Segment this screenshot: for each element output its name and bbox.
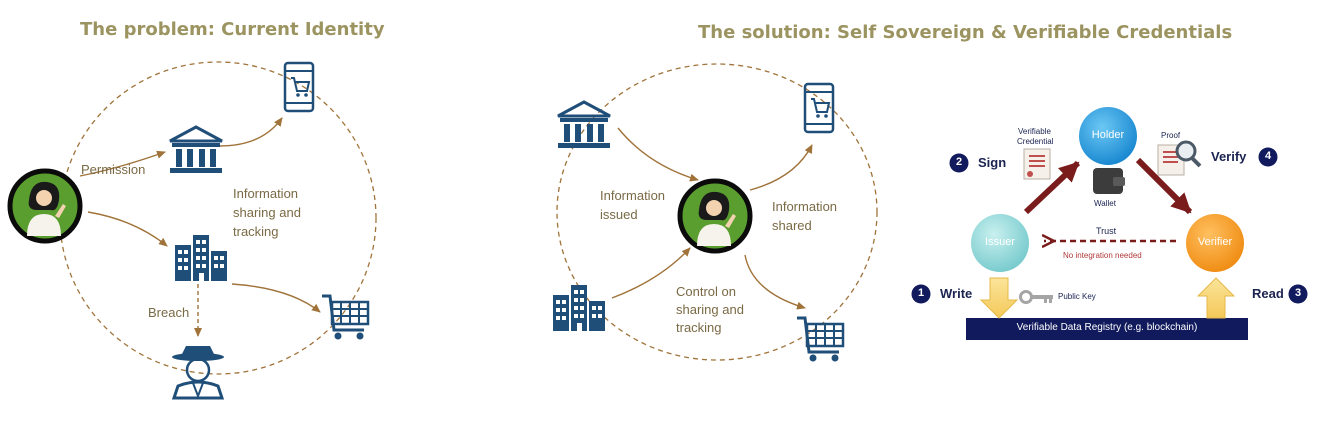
step-4-number: 4 — [1264, 150, 1272, 162]
issued-line1: Information — [600, 188, 666, 203]
credential-icon — [1023, 148, 1051, 180]
control-line1: Control on — [676, 284, 736, 299]
wallet-label: Wallet — [1094, 199, 1116, 208]
control-line2: sharing and — [676, 302, 744, 317]
read-arrow — [1196, 277, 1236, 319]
shared-arrow — [749, 144, 813, 191]
shared-line2: shared — [772, 218, 812, 233]
buildings-icon — [553, 285, 605, 331]
step-3-number: 3 — [1294, 287, 1302, 299]
person-avatar-icon — [10, 171, 80, 241]
step-2-label: Sign — [978, 155, 1007, 170]
permission-label: Permission — [81, 162, 146, 177]
bank-icon — [556, 100, 612, 150]
company-to-person-arrow — [611, 247, 691, 299]
verifier-label: Verifier — [1197, 236, 1233, 248]
breach-label: Breach — [148, 305, 190, 320]
public-key-label: Public Key — [1058, 292, 1096, 301]
proof-label: Proof — [1161, 131, 1181, 140]
shopping-cart-icon — [795, 316, 845, 363]
solution-title: The solution: Self Sovereign & Verifiabl… — [698, 22, 1233, 43]
step-1-badge — [911, 284, 931, 304]
step-1-label: Write — [940, 286, 973, 301]
phone-cart-icon — [283, 61, 315, 113]
write-arrow — [979, 277, 1019, 319]
person-to-cart-arrow — [744, 254, 806, 310]
shopping-cart-icon — [320, 294, 370, 341]
vc-label-line1: Verifiable — [1018, 127, 1051, 136]
step-3-badge — [1288, 284, 1308, 304]
bank-icon — [168, 125, 224, 175]
registry-bar — [966, 318, 1248, 340]
info-sharing-line2: sharing and — [233, 205, 301, 220]
trust-label: Trust — [1096, 226, 1117, 236]
registry-label: Verifiable Data Registry (e.g. blockchai… — [1016, 322, 1198, 333]
issuer-label: Issuer — [985, 236, 1015, 248]
issued-line2: issued — [600, 207, 638, 222]
spy-icon — [171, 346, 225, 400]
problem-circle — [59, 61, 377, 375]
vc-label-line2: Credential — [1017, 137, 1054, 146]
info-sharing-line1: Information — [233, 186, 299, 201]
step-3-label: Read — [1252, 286, 1284, 301]
info-sharing-line3: tracking — [233, 224, 279, 239]
phone-cart-icon — [803, 82, 835, 134]
holder-circle — [1079, 107, 1137, 165]
buildings-icon — [175, 235, 227, 281]
no-integration-label: No integration needed — [1063, 251, 1142, 260]
permission-arrow — [79, 150, 166, 177]
issued-arrow — [617, 127, 699, 182]
sign-arrow — [1023, 160, 1081, 215]
holder-label: Holder — [1091, 129, 1125, 141]
step-2-number: 2 — [955, 156, 963, 168]
solution-circle — [556, 63, 878, 361]
proof-magnifier-icon — [1157, 140, 1202, 176]
verifier-circle — [1186, 214, 1244, 272]
shared-line1: Information — [772, 199, 838, 214]
control-line3: tracking — [676, 320, 722, 335]
wallet-icon — [1093, 168, 1125, 194]
bank-to-phone-arrow — [219, 117, 283, 147]
verify-arrow — [1135, 157, 1193, 215]
step-1-number: 1 — [917, 287, 925, 299]
step-4-label: Verify — [1211, 149, 1247, 164]
step-2-badge — [949, 153, 969, 173]
problem-title: The problem: Current Identity — [80, 19, 385, 40]
company-to-cart-arrow — [231, 283, 321, 313]
key-icon — [1019, 290, 1053, 304]
step-4-badge — [1258, 147, 1278, 167]
issuer-circle — [971, 214, 1029, 272]
person-avatar-icon — [680, 181, 750, 251]
person-to-company-arrow — [87, 211, 168, 247]
